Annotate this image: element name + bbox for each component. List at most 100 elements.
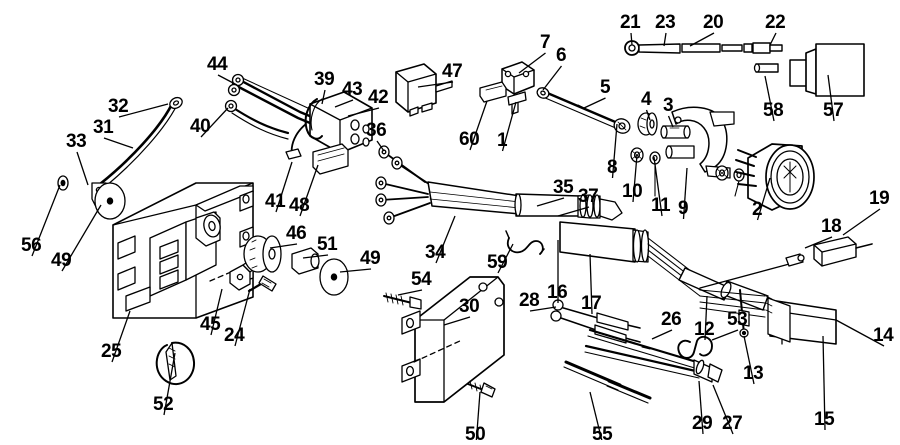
leader-2 — [756, 177, 771, 221]
callout-25: 25 — [101, 341, 122, 362]
callout-8: 8 — [607, 157, 618, 178]
callout-58: 58 — [763, 100, 784, 121]
part-4-bushing — [637, 112, 658, 136]
leader-59 — [497, 243, 514, 274]
callout-49: 49 — [51, 250, 72, 271]
callout-53: 53 — [727, 309, 748, 330]
leader-40 — [200, 107, 229, 138]
leader-22 — [769, 32, 777, 46]
leader-21 — [630, 32, 633, 46]
part-51-bushing — [291, 247, 320, 275]
leader-25 — [111, 310, 131, 363]
callout-leader-lines — [31, 32, 885, 440]
leader-26 — [651, 329, 673, 340]
callout-51: 51 — [317, 234, 338, 255]
callout-11: 11 — [651, 195, 671, 216]
callout-59: 59 — [487, 252, 508, 273]
part-12-harness-sleeve — [678, 267, 769, 311]
leader-9 — [682, 167, 688, 220]
callout-34: 34 — [425, 242, 446, 263]
callout-9: 9 — [678, 198, 689, 219]
callout-44: 44 — [207, 54, 228, 75]
leader-8 — [611, 123, 618, 179]
part-25-control-housing — [112, 182, 254, 319]
callout-50: 50 — [465, 424, 486, 445]
callout-13: 13 — [743, 363, 764, 384]
leader-18 — [804, 236, 833, 249]
callout-46: 46 — [286, 223, 307, 244]
callout-14: 14 — [873, 325, 894, 346]
callout-37: 37 — [578, 186, 599, 207]
callout-54: 54 — [411, 269, 432, 290]
part-53-clip — [677, 335, 713, 359]
leader-55 — [589, 391, 603, 440]
leader-35 — [536, 197, 565, 207]
part-37-cable-end — [599, 198, 623, 221]
callout-60: 60 — [459, 129, 480, 150]
callout-15: 15 — [814, 409, 835, 430]
leader-19 — [842, 208, 881, 236]
part-56-washer — [57, 175, 69, 191]
leader-4 — [645, 109, 651, 121]
part-46-pulley — [243, 235, 282, 273]
callout-32: 32 — [108, 96, 129, 117]
callout-17: 17 — [581, 293, 602, 314]
leader-49b — [339, 268, 372, 273]
part-59-spring-clip — [505, 230, 545, 255]
part-18-terminal — [699, 253, 805, 289]
part-52-clamp — [155, 341, 196, 386]
callout-49b: 49 — [360, 248, 381, 269]
leader-47 — [417, 81, 454, 88]
leader-15 — [822, 335, 826, 431]
part-1-screw — [507, 91, 527, 115]
leader-48 — [299, 164, 319, 217]
leader-56 — [31, 184, 61, 257]
callout-56: 56 — [21, 235, 42, 256]
leader-45 — [210, 288, 223, 336]
part-36-rod-group — [375, 145, 433, 225]
callout-43: 43 — [342, 79, 363, 100]
callout-4: 4 — [641, 89, 652, 110]
part-14-connector — [699, 289, 837, 345]
callout-42: 42 — [368, 87, 389, 108]
leader-53 — [711, 329, 739, 341]
callout-29: 29 — [692, 413, 713, 434]
leader-39 — [321, 89, 326, 105]
part-21-rod-eye — [624, 40, 681, 56]
callout-52: 52 — [153, 394, 174, 415]
leader-11 — [653, 156, 663, 217]
callout-35: 35 — [553, 177, 574, 198]
leader-31 — [103, 137, 134, 149]
leader-42 — [347, 107, 380, 117]
part-10-washer-lower — [715, 165, 729, 181]
part-55-rods — [563, 360, 652, 404]
part-49-grommet-right — [319, 258, 349, 296]
leader-24 — [234, 288, 251, 347]
part-8-rod-end — [613, 118, 631, 134]
leader-41 — [275, 161, 293, 213]
leader-32 — [118, 103, 169, 118]
leader-23 — [663, 32, 667, 47]
part-22-rod-tip — [752, 42, 783, 54]
leader-20 — [689, 32, 715, 47]
part-39-cable-loop — [304, 98, 323, 140]
part-50-bolt — [467, 380, 496, 398]
callout-10: 10 — [622, 181, 643, 202]
leader-30 — [443, 316, 471, 326]
callout-57: 57 — [823, 100, 844, 121]
leader-33 — [76, 151, 89, 186]
leader-52 — [163, 352, 176, 416]
part-40-link-rod — [224, 99, 290, 140]
callout-27: 27 — [722, 413, 743, 434]
callout-36: 36 — [366, 120, 387, 141]
part-60-terminal — [479, 81, 507, 103]
leader-12 — [704, 295, 708, 341]
callout-6: 6 — [556, 45, 567, 66]
leader-54 — [397, 289, 423, 296]
callout-22: 22 — [765, 12, 786, 33]
callout-47: 47 — [442, 61, 463, 82]
callout-16: 16 — [547, 282, 568, 303]
callout-45: 45 — [200, 314, 221, 335]
leader-3 — [667, 115, 674, 128]
